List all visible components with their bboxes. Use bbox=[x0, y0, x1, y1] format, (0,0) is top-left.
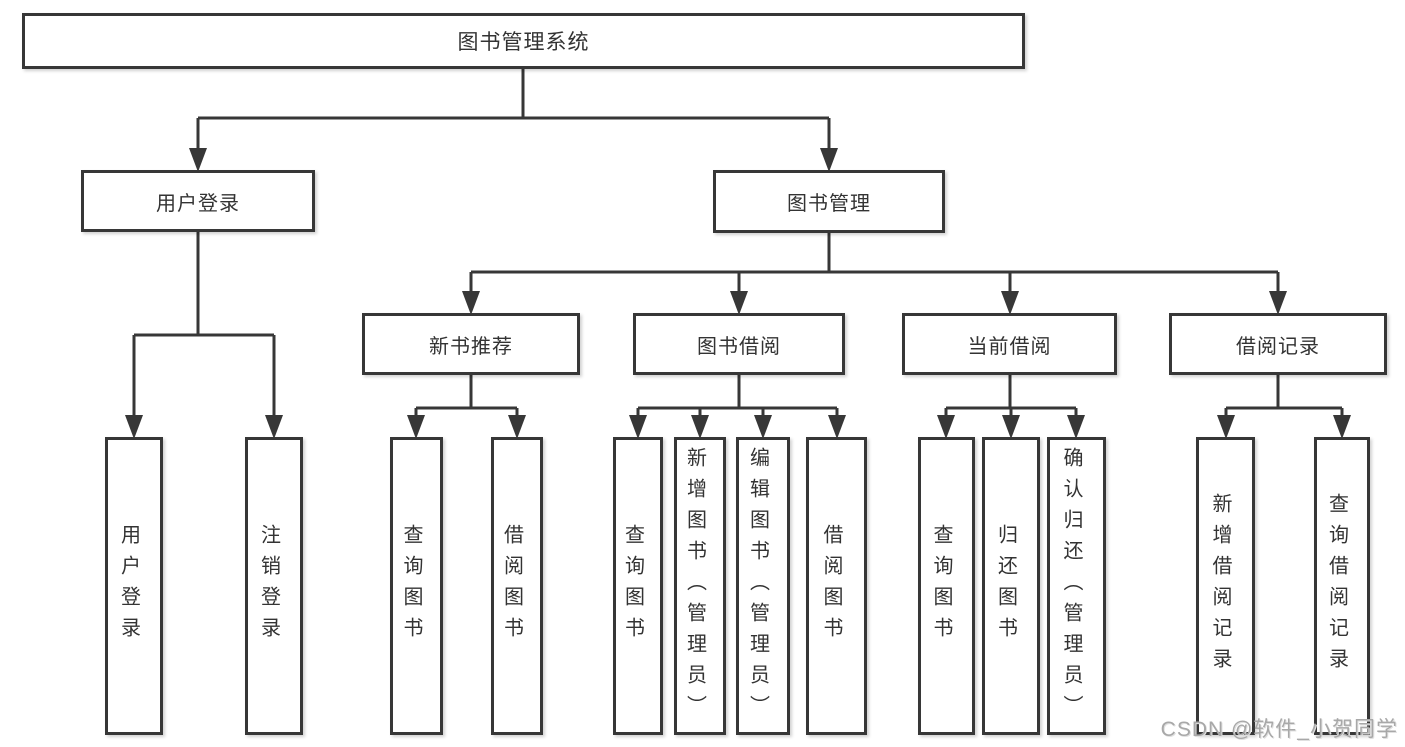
arrowhead bbox=[754, 415, 772, 439]
node-current-borrow: 当前借阅 bbox=[902, 313, 1117, 375]
connector-user-login bbox=[132, 232, 276, 417]
node-new-book-rec-label: 新书推荐 bbox=[429, 335, 513, 358]
arrowhead bbox=[820, 148, 838, 172]
connector-borrow-records bbox=[1224, 375, 1344, 417]
node-cb-return-books: 归还图书 bbox=[982, 437, 1040, 735]
node-nbr-borrow-books-label: 借阅图书 bbox=[500, 524, 523, 648]
node-user-login: 用户登录 bbox=[81, 170, 315, 232]
connector-book-borrow bbox=[636, 375, 839, 417]
arrowhead bbox=[629, 415, 647, 439]
node-system: 图书管理系统 bbox=[22, 13, 1025, 69]
arrowhead bbox=[1067, 415, 1085, 439]
arrowhead bbox=[407, 415, 425, 439]
node-cb-confirm-return-label: 确认归还（管理员） bbox=[1060, 446, 1082, 726]
node-bb-edit-books: 编辑图书（管理员） bbox=[736, 437, 790, 735]
arrowhead bbox=[1269, 291, 1287, 315]
node-borrow-records: 借阅记录 bbox=[1169, 313, 1387, 375]
node-bb-add-books-label: 新增图书（管理员） bbox=[683, 446, 706, 726]
arrowhead bbox=[265, 415, 283, 439]
arrowhead bbox=[125, 415, 143, 439]
csdn-watermark: CSDN @软件_小贺同学 bbox=[1160, 718, 1398, 741]
node-bb-query-books: 查询图书 bbox=[613, 437, 663, 735]
node-current-borrow-label: 当前借阅 bbox=[967, 335, 1052, 358]
node-nbr-borrow-books: 借阅图书 bbox=[491, 437, 543, 735]
node-logout-action: 注销登录 bbox=[245, 437, 303, 735]
node-bb-borrow-books: 借阅图书 bbox=[806, 437, 867, 735]
arrowhead bbox=[189, 148, 207, 172]
node-br-add-record: 新增借阅记录 bbox=[1196, 437, 1255, 735]
node-bb-query-books-label: 查询图书 bbox=[621, 524, 644, 648]
node-borrow-records-label: 借阅记录 bbox=[1236, 335, 1320, 358]
node-bb-edit-books-label: 编辑图书（管理员） bbox=[746, 446, 769, 726]
node-br-query-record-label: 查询借阅记录 bbox=[1325, 493, 1348, 679]
node-br-query-record: 查询借阅记录 bbox=[1314, 437, 1370, 735]
arrowheads bbox=[125, 148, 1351, 439]
node-book-mgmt: 图书管理 bbox=[713, 170, 945, 233]
node-book-borrow: 图书借阅 bbox=[633, 313, 845, 375]
node-br-add-record-label: 新增借阅记录 bbox=[1209, 493, 1231, 679]
node-bb-borrow-books-label: 借阅图书 bbox=[820, 524, 842, 648]
node-book-mgmt-label: 图书管理 bbox=[787, 193, 871, 215]
node-cb-query-books-label: 查询图书 bbox=[930, 524, 952, 648]
arrowhead bbox=[730, 291, 748, 315]
node-user-login-action-label: 用户登录 bbox=[117, 524, 140, 648]
node-new-book-rec: 新书推荐 bbox=[362, 313, 580, 375]
node-cb-confirm-return: 确认归还（管理员） bbox=[1047, 437, 1106, 735]
node-book-borrow-label: 图书借阅 bbox=[697, 335, 781, 358]
connector-book-mgmt bbox=[469, 233, 1280, 293]
arrowhead bbox=[1333, 415, 1351, 439]
connector-root bbox=[196, 68, 831, 150]
node-user-login-label: 用户登录 bbox=[156, 192, 240, 215]
arrowhead bbox=[828, 415, 846, 439]
node-user-login-action: 用户登录 bbox=[105, 437, 163, 735]
arrowhead bbox=[508, 415, 526, 439]
arrowhead bbox=[1002, 415, 1020, 439]
node-nbr-query-books-label: 查询图书 bbox=[400, 524, 422, 648]
node-nbr-query-books: 查询图书 bbox=[390, 437, 443, 735]
arrowhead bbox=[462, 291, 480, 315]
connector-paths bbox=[132, 68, 1344, 417]
node-bb-add-books: 新增图书（管理员） bbox=[674, 437, 726, 735]
node-system-label: 图书管理系统 bbox=[457, 31, 590, 54]
arrowhead bbox=[1001, 291, 1019, 315]
connector-current-borrow bbox=[944, 375, 1078, 417]
arrowhead bbox=[1217, 415, 1235, 439]
node-logout-action-label: 注销登录 bbox=[257, 524, 280, 648]
arrowhead bbox=[691, 415, 709, 439]
arrowhead bbox=[937, 415, 955, 439]
node-cb-return-books-label: 归还图书 bbox=[994, 524, 1017, 648]
node-cb-query-books: 查询图书 bbox=[918, 437, 975, 735]
connector-new-book-rec bbox=[414, 375, 519, 417]
